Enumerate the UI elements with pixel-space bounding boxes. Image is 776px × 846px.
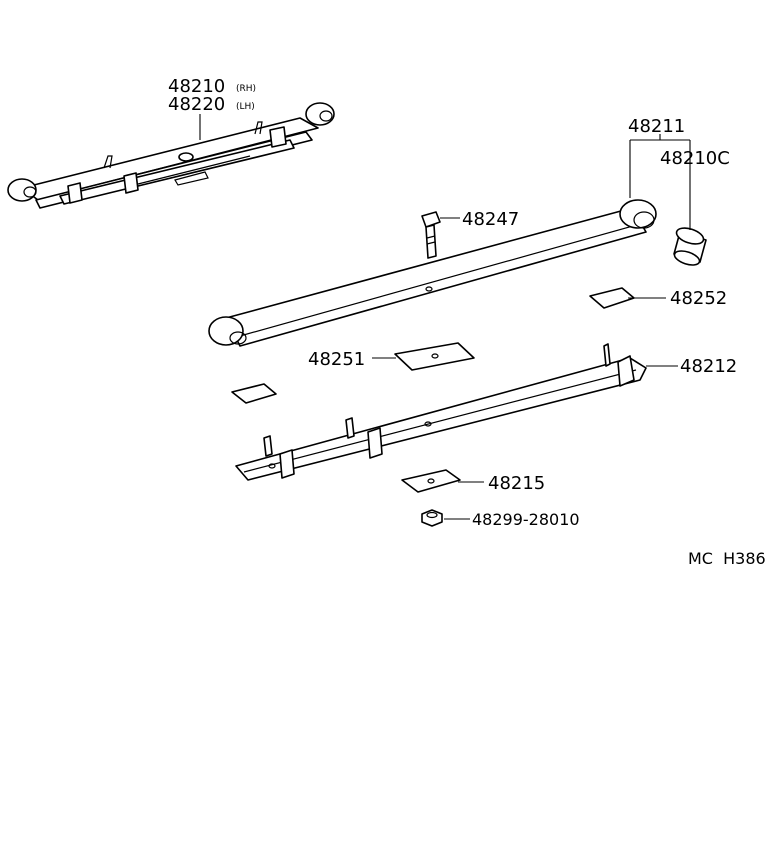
label-48210-number: 48210 <box>168 76 225 97</box>
center-bolt <box>421 211 441 259</box>
insert-plate <box>394 342 475 371</box>
label-48211: 48211 <box>628 116 685 137</box>
insert-small <box>589 287 635 309</box>
leaf-spring-assembly <box>7 102 335 209</box>
label-48247: 48247 <box>462 209 519 230</box>
nut <box>421 509 443 527</box>
label-48251: 48251 <box>308 349 365 370</box>
figure-code: MC H386 <box>688 549 766 568</box>
label-48252: 48252 <box>670 288 727 309</box>
label-48210-suffix: (RH) <box>236 84 256 94</box>
spacer-plate <box>401 469 461 493</box>
main-leaf <box>208 199 657 347</box>
second-leaf <box>235 343 647 481</box>
label-48215: 48215 <box>488 473 545 494</box>
leader-lines <box>199 114 691 520</box>
pad-left <box>231 383 277 404</box>
label-nut-number: 48299-28010 <box>472 510 580 529</box>
label-48220-suffix: (LH) <box>236 102 255 112</box>
label-48220-number: 48220 <box>168 94 225 115</box>
bushing <box>673 227 707 266</box>
label-48210c: 48210C <box>660 148 730 169</box>
label-48212: 48212 <box>680 356 737 377</box>
